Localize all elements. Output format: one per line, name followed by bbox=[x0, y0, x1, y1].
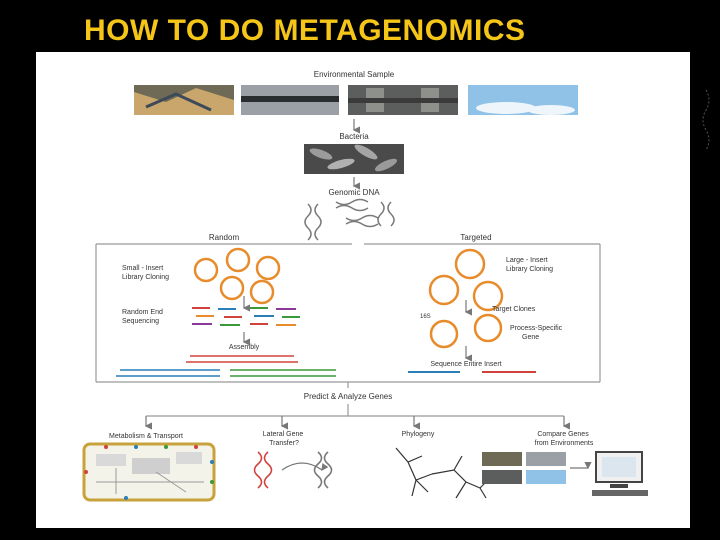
label-metabolism-transport: Metabolism & Transport bbox=[109, 433, 183, 440]
small-insert-clones bbox=[193, 247, 281, 305]
label-assembly: Assembly bbox=[229, 344, 260, 351]
label-random: Random bbox=[209, 233, 240, 242]
label-phylogeny: Phylogeny bbox=[402, 431, 435, 438]
sequence-reads bbox=[192, 307, 300, 326]
label-random-end-sequencing: Random End Sequencing bbox=[122, 309, 165, 325]
label-sequence-entire-insert: Sequence Entire Insert bbox=[430, 361, 501, 368]
transfer-arrow bbox=[281, 462, 329, 471]
slide-title: HOW TO DO METAGENOMICS bbox=[84, 14, 526, 47]
phylogeny-tree bbox=[395, 447, 489, 499]
decorative-swirl bbox=[702, 89, 710, 151]
bacteria-micrograph bbox=[304, 144, 404, 174]
computer-icon bbox=[592, 451, 648, 496]
assembly-contigs bbox=[116, 355, 336, 377]
label-environmental-sample: Environmental Sample bbox=[314, 70, 395, 79]
label-lateral-gene-transfer: Lateral Gene Transfer? bbox=[263, 431, 305, 447]
environment-photos bbox=[134, 85, 578, 115]
lateral-transfer-dna bbox=[253, 451, 273, 489]
metagenomics-diagram: Environmental Sample Bacteria Genomic DN… bbox=[36, 52, 690, 528]
label-small-insert: Small - Insert Library Cloning bbox=[122, 265, 169, 281]
compare-environment-photos bbox=[482, 452, 566, 484]
label-large-insert: Large - Insert Library Cloning bbox=[506, 257, 553, 273]
workflow-svg: Environmental Sample Bacteria Genomic DN… bbox=[82, 70, 648, 502]
label-16s: 16S bbox=[420, 314, 431, 320]
label-predict-analyze: Predict & Analyze Genes bbox=[304, 392, 393, 401]
genomic-dna-helices bbox=[304, 198, 395, 241]
label-compare-genes: Compare Genes from Environments bbox=[535, 431, 594, 447]
label-target-clones: Target Clones bbox=[492, 306, 536, 313]
label-bacteria: Bacteria bbox=[339, 132, 369, 141]
metabolism-cell-diagram bbox=[82, 442, 216, 502]
target-clones bbox=[429, 313, 503, 349]
label-genomic-dna: Genomic DNA bbox=[328, 188, 380, 197]
large-insert-clones bbox=[428, 248, 504, 312]
label-targeted: Targeted bbox=[460, 233, 491, 242]
recipient-dna bbox=[313, 451, 333, 489]
label-process-specific: Process-Specific Gene bbox=[510, 325, 564, 341]
